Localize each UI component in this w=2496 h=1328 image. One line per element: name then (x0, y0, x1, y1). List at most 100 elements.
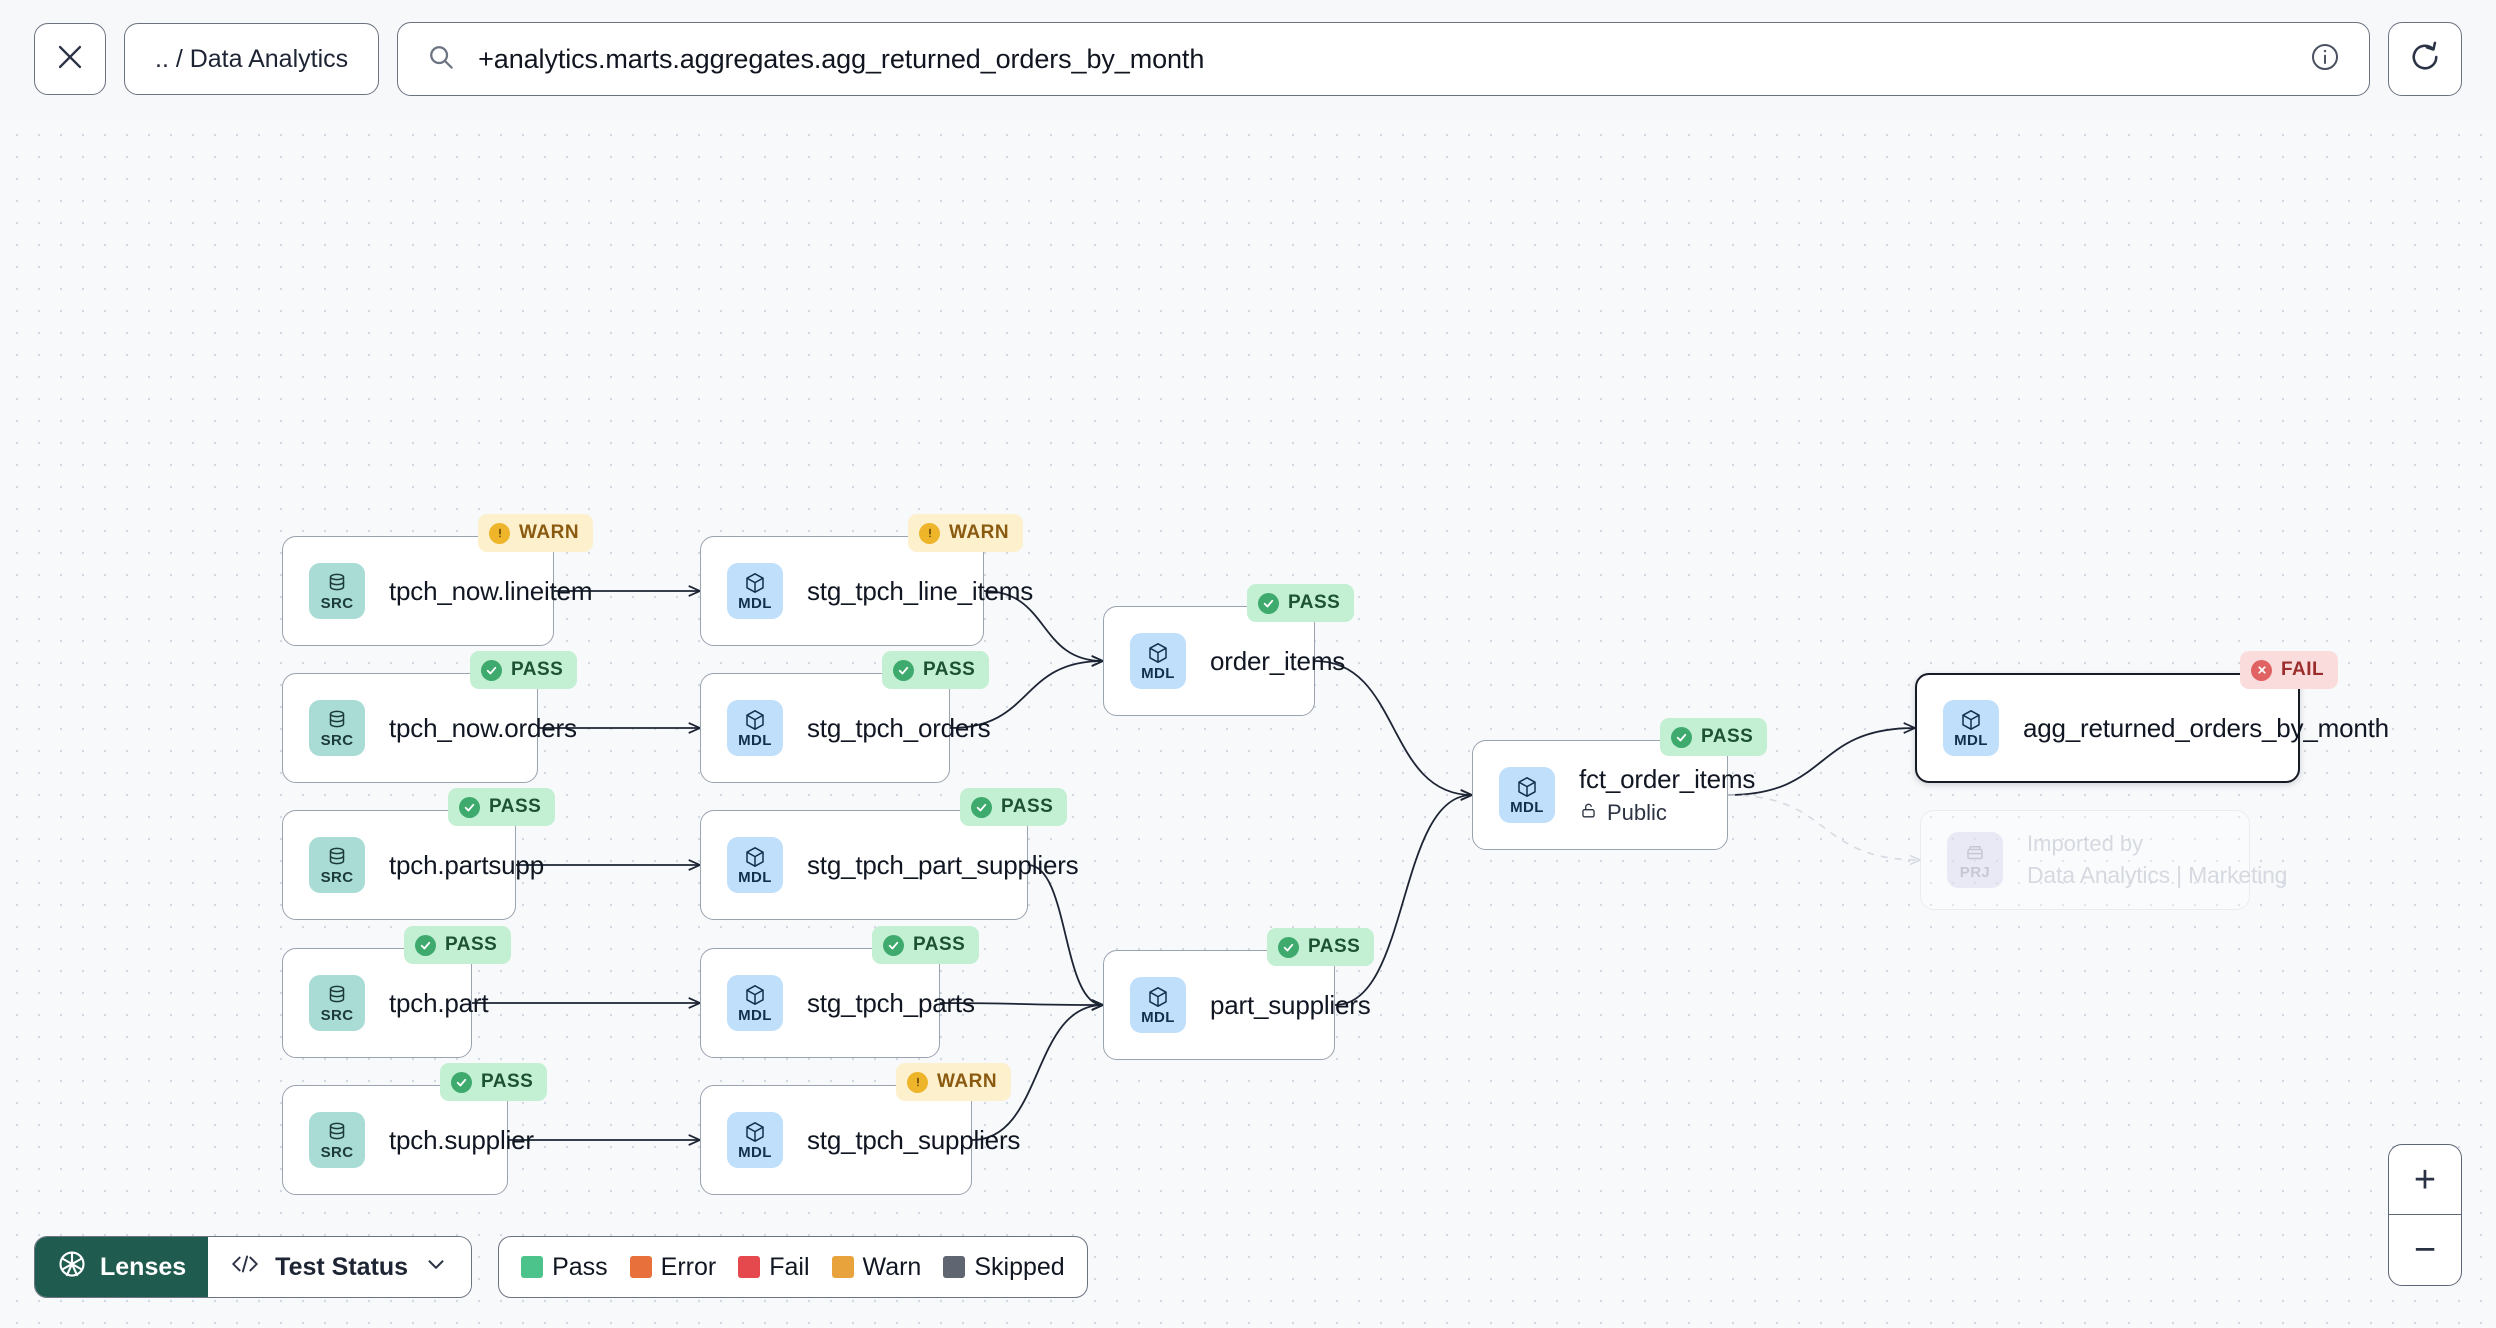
legend-swatch-icon (738, 1256, 761, 1278)
src-type-icon: SRC (309, 1112, 365, 1168)
node-body: stg_tpch_orders (807, 712, 991, 744)
status-badge-label: PASS (1288, 592, 1341, 613)
status-badge-label: WARN (949, 522, 1010, 543)
node-body: fct_order_items Public (1579, 764, 1755, 826)
node-label: tpch_now.orders (389, 712, 577, 743)
status-badge-label: PASS (1001, 796, 1054, 817)
status-dot-icon (883, 934, 904, 956)
status-badge-pass: PASS (1267, 928, 1375, 966)
legend-swatch-icon (943, 1256, 966, 1278)
refresh-button[interactable] (2388, 22, 2462, 96)
minus-icon: − (2413, 1229, 2437, 1271)
lineage-node-tpch_now_orders[interactable]: SRC tpch_now.orders (282, 673, 577, 783)
lineage-node-part_suppliers[interactable]: MDL part_suppliers (1103, 950, 1371, 1060)
status-badge-label: FAIL (2281, 659, 2325, 680)
status-badge-pass: PASS (448, 788, 556, 826)
status-dot-icon (1258, 592, 1279, 614)
legend-item-fail[interactable]: Fail (738, 1252, 810, 1282)
legend-swatch-icon (831, 1256, 854, 1278)
search-input[interactable]: +analytics.marts.aggregates.agg_returned… (478, 43, 1205, 74)
node-body: tpch.part (389, 987, 489, 1019)
edge-stg_tpch_line_items-to-order_items (983, 590, 1103, 661)
status-dot-icon (971, 796, 992, 818)
status-badge-pass: PASS (872, 926, 980, 964)
unlock-icon (1579, 800, 1598, 826)
zoom-in-button[interactable]: + (2389, 1145, 2461, 1215)
mdl-type-icon: MDL (1130, 977, 1186, 1033)
close-button[interactable] (34, 23, 106, 95)
node-label: part_suppliers (1210, 989, 1371, 1020)
node-body: tpch_now.orders (389, 712, 577, 744)
node-body: part_suppliers (1210, 989, 1371, 1021)
node-body: stg_tpch_line_items (807, 576, 1033, 607)
zoom-out-button[interactable]: − (2389, 1215, 2461, 1285)
status-dot-icon (415, 934, 436, 956)
legend-item-error[interactable]: Error (629, 1252, 717, 1282)
breadcrumb[interactable]: .. / Data Analytics (124, 23, 380, 95)
lenses-button[interactable]: Lenses (35, 1237, 209, 1297)
status-badge-pass: PASS (882, 651, 990, 689)
legend-label: Error (660, 1252, 717, 1281)
node-label: tpch.part (389, 987, 489, 1018)
info-icon[interactable] (2309, 41, 2341, 78)
lineage-search-bar[interactable]: +analytics.marts.aggregates.agg_returned… (397, 22, 2370, 96)
legend-item-warn[interactable]: Warn (831, 1252, 922, 1282)
mdl-type-icon: MDL (727, 563, 783, 619)
legend-label: Skipped (974, 1252, 1065, 1281)
status-dot-icon (2251, 659, 2272, 681)
status-badge-label: PASS (913, 934, 966, 955)
node-label: stg_tpch_part_suppliers (807, 849, 1079, 880)
breadcrumb-label: .. / Data Analytics (155, 44, 349, 73)
chevron-down-icon (423, 1251, 449, 1284)
legend-item-skipped[interactable]: Skipped (943, 1252, 1065, 1282)
node-label: order_items (1210, 645, 1346, 676)
code-icon (230, 1252, 260, 1283)
node-body: agg_returned_orders_by_month (2023, 713, 2389, 744)
edge-part_suppliers-to-fct_order_items (1334, 795, 1472, 1006)
plus-icon: + (2413, 1158, 2437, 1201)
status-badge-label: PASS (489, 796, 542, 817)
src-type-icon: SRC (309, 700, 365, 756)
node-label: tpch_now.lineitem (389, 575, 593, 606)
legend-label: Warn (862, 1252, 922, 1281)
node-body: tpch_now.lineitem (389, 575, 593, 607)
status-badge-label: WARN (937, 1071, 998, 1092)
edge-stg_tpch_part_suppliers-to-part_suppliers (1027, 864, 1103, 1005)
status-badge-label: PASS (481, 1071, 534, 1092)
src-type-icon: SRC (309, 837, 365, 893)
lineage-node-stg_tpch_line_items[interactable]: MDL stg_tpch_line_items (700, 536, 1033, 646)
legend-item-pass[interactable]: Pass (521, 1253, 608, 1282)
edge-fct_order_items-to-imported_by_project (1727, 794, 1920, 860)
node-label: Data Analytics | Marketing (2027, 862, 2288, 888)
status-dot-icon (459, 796, 480, 818)
status-dot-icon (893, 659, 914, 681)
status-legend: Pass Error Fail Warn Skipped (498, 1236, 1088, 1298)
mdl-type-icon: MDL (1943, 700, 1999, 756)
lineage-node-agg_returned_orders_by_month[interactable]: MDL agg_returned_orders_by_month (1915, 673, 2389, 783)
edge-stg_tpch_suppliers-to-part_suppliers (971, 1005, 1103, 1141)
search-icon (426, 42, 456, 77)
status-badge-fail: FAIL (2240, 651, 2339, 689)
status-dot-icon (489, 522, 510, 544)
edge-stg_tpch_orders-to-order_items (949, 661, 1103, 729)
mdl-type-icon: MDL (727, 1112, 783, 1168)
node-label: stg_tpch_orders (807, 712, 991, 743)
legend-swatch-icon (629, 1256, 652, 1278)
legend-label: Fail (769, 1252, 810, 1281)
lineage-edges (471, 118, 2496, 1328)
test-status-dropdown[interactable]: Test Status (208, 1237, 472, 1297)
status-badge-pass: PASS (470, 651, 578, 689)
